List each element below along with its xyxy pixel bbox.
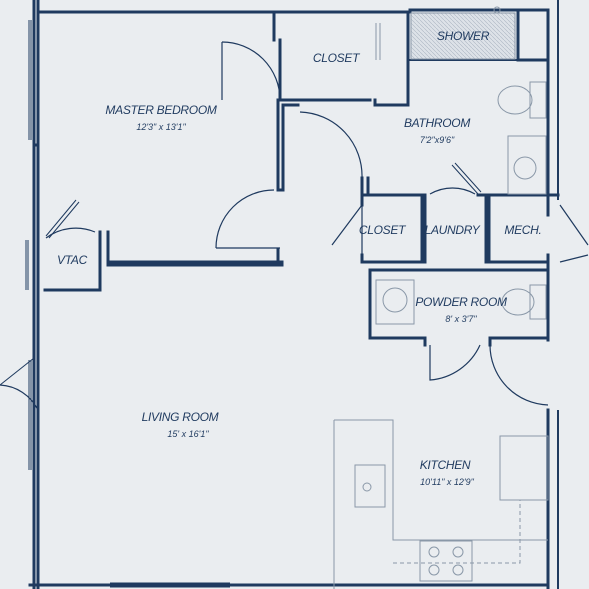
powder-sink-icon	[382, 287, 408, 313]
kitchen-label: KITCHEN	[420, 458, 471, 472]
shower-head-icon	[493, 6, 501, 14]
sink-icon	[513, 156, 537, 180]
master-bedroom-label: MASTER BEDROOM	[105, 103, 216, 117]
shower-label: SHOWER	[437, 29, 490, 43]
entry-marks	[110, 582, 230, 588]
vtac-label: VTAC	[57, 253, 88, 267]
closet-bedroom-label: CLOSET	[313, 51, 361, 65]
laundry-label: LAUNDRY	[425, 223, 481, 237]
bathroom-walls	[281, 103, 560, 347]
bathroom-fixtures	[375, 23, 547, 325]
cooktop-icon	[419, 540, 473, 582]
powder-room-label: POWDER ROOM	[415, 295, 507, 309]
mech-label: MECH.	[504, 223, 541, 237]
bathroom-size: 7'2"x9'6"	[420, 135, 455, 145]
shower-fixture	[410, 6, 516, 60]
powder-toilet-icon	[501, 288, 535, 316]
powder-room-size: 8' x 3'7"	[445, 314, 477, 324]
kitchen-size: 10'11" x 12'9"	[420, 477, 475, 487]
room-labels: MASTER BEDROOM 12'3" x 13'1" CLOSET SHOW…	[57, 29, 542, 487]
windows-left	[25, 20, 32, 470]
door-swings	[0, 41, 589, 411]
closet-hall-label: CLOSET	[359, 223, 407, 237]
master-bedroom-size: 12'3" x 13'1"	[136, 122, 186, 132]
living-room-label: LIVING ROOM	[142, 410, 219, 424]
kitchen-fixtures	[333, 419, 549, 589]
bedroom-walls	[43, 10, 550, 292]
bathroom-label: BATHROOM	[404, 116, 470, 130]
kitchen-sink-icon	[354, 464, 386, 508]
vanity-icon	[507, 135, 547, 195]
living-room-size: 15' x 16'1"	[167, 429, 209, 439]
toilet-icon	[497, 85, 533, 115]
refrigerator-icon	[499, 435, 549, 501]
